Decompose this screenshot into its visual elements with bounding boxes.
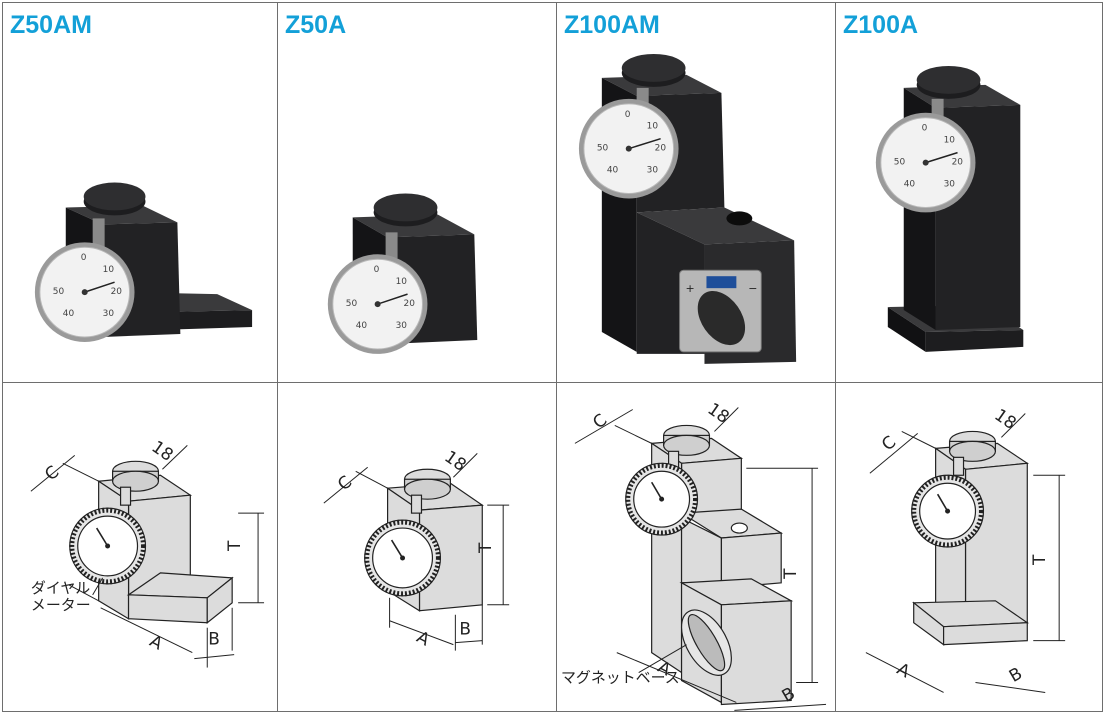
dimension-18-label: 18	[991, 404, 1020, 433]
dimension-b-label: B	[778, 683, 798, 706]
drawing-cell-z100a: C 18 A B T	[836, 383, 1102, 711]
dial-number: 30	[103, 309, 115, 319]
dimension-t-label: T	[1029, 554, 1049, 566]
dimension-b-label: B	[208, 629, 220, 649]
drawing-cell-z50a: C 18 A B T	[278, 383, 557, 711]
dial-number: 30	[396, 321, 408, 331]
drawing-z50am: C 18 A B T ダイヤル メーター	[30, 436, 265, 668]
photo-z100a: 0 10 20 30 40 50	[875, 65, 1024, 352]
dial-number: 10	[103, 265, 115, 275]
drawing-cell-z50am: C 18 A B T ダイヤル メーター	[3, 383, 278, 711]
dimension-t-label: T	[224, 540, 244, 552]
product-cell-z50a-photo: Z50A 0 10 20 30 40 50	[278, 3, 557, 383]
dial-number: 20	[655, 144, 667, 154]
dial-number: 40	[356, 321, 368, 331]
dial-number: 40	[63, 309, 75, 319]
drawing-cell-z100am: C 18 A B T マグネットベース	[557, 383, 836, 711]
model-title-z100a: Z100A	[843, 11, 919, 39]
drawing-z100am: C 18 A B T マグネットベース	[561, 398, 827, 711]
dial-number: 30	[944, 180, 956, 190]
dial-number: 20	[404, 299, 416, 309]
photo-z50a: 0 10 20 30 40 50	[327, 193, 478, 354]
dial-number: 10	[647, 122, 659, 132]
dimension-c-label: C	[589, 410, 611, 433]
dimension-a-label: A	[147, 631, 167, 654]
dimension-t-label: T	[475, 542, 495, 554]
product-cell-z100am-photo: Z100AM 0 10 20 30 40 50	[557, 3, 836, 383]
dimension-a-label: A	[894, 658, 914, 681]
dial-number: 50	[597, 144, 609, 154]
dimension-b-label: B	[1005, 663, 1025, 686]
dial-numbers-z50am: 0 10 20 30 40 50	[53, 253, 122, 319]
dial-number: 0	[81, 253, 87, 263]
magnet-minus: −	[748, 282, 757, 295]
dimension-a-label: A	[414, 627, 434, 650]
dial-number: 40	[607, 166, 619, 176]
magnet-plus: +	[686, 282, 695, 295]
dial-number: 40	[904, 180, 916, 190]
dial-number: 20	[111, 287, 123, 297]
product-cell-z100a-photo: Z100A 0 10 20 30 40 50	[836, 3, 1102, 383]
dial-number: 50	[894, 158, 906, 168]
dial-callout-line1: ダイヤル	[31, 579, 90, 597]
dial-number: 10	[944, 136, 956, 146]
dimension-18-label: 18	[148, 436, 177, 465]
dial-number: 50	[346, 299, 358, 309]
photo-z50am: 0 10 20 30 40 50	[34, 182, 253, 342]
photo-z100am: 0 10 20 30 40 50 + −	[578, 53, 797, 364]
dial-number: 50	[53, 287, 65, 297]
model-title-z50a: Z50A	[285, 11, 347, 39]
magnet-base-callout: マグネットベース	[561, 669, 680, 687]
model-title-z100am: Z100AM	[564, 11, 660, 39]
dimension-18-label: 18	[704, 398, 733, 427]
dial-number: 10	[396, 277, 408, 287]
model-title-z50am: Z50AM	[10, 11, 92, 39]
dimension-c-label: C	[333, 471, 355, 494]
dimension-t-label: T	[780, 568, 800, 580]
product-cell-z50am-photo: Z50AM 0 10 20 30 40 50	[3, 3, 278, 383]
dial-number: 0	[374, 265, 380, 275]
dial-number: 0	[625, 110, 631, 120]
drawing-z100a: C 18 A B T	[865, 404, 1066, 693]
dimension-18-label: 18	[441, 446, 470, 475]
dial-number: 20	[952, 158, 964, 168]
dimension-b-label: B	[459, 619, 471, 639]
dial-number: 0	[922, 124, 928, 134]
drawing-z50a: C 18 A B T	[323, 446, 510, 651]
dial-number: 30	[647, 166, 659, 176]
dial-callout-line2: メーター	[31, 596, 91, 614]
